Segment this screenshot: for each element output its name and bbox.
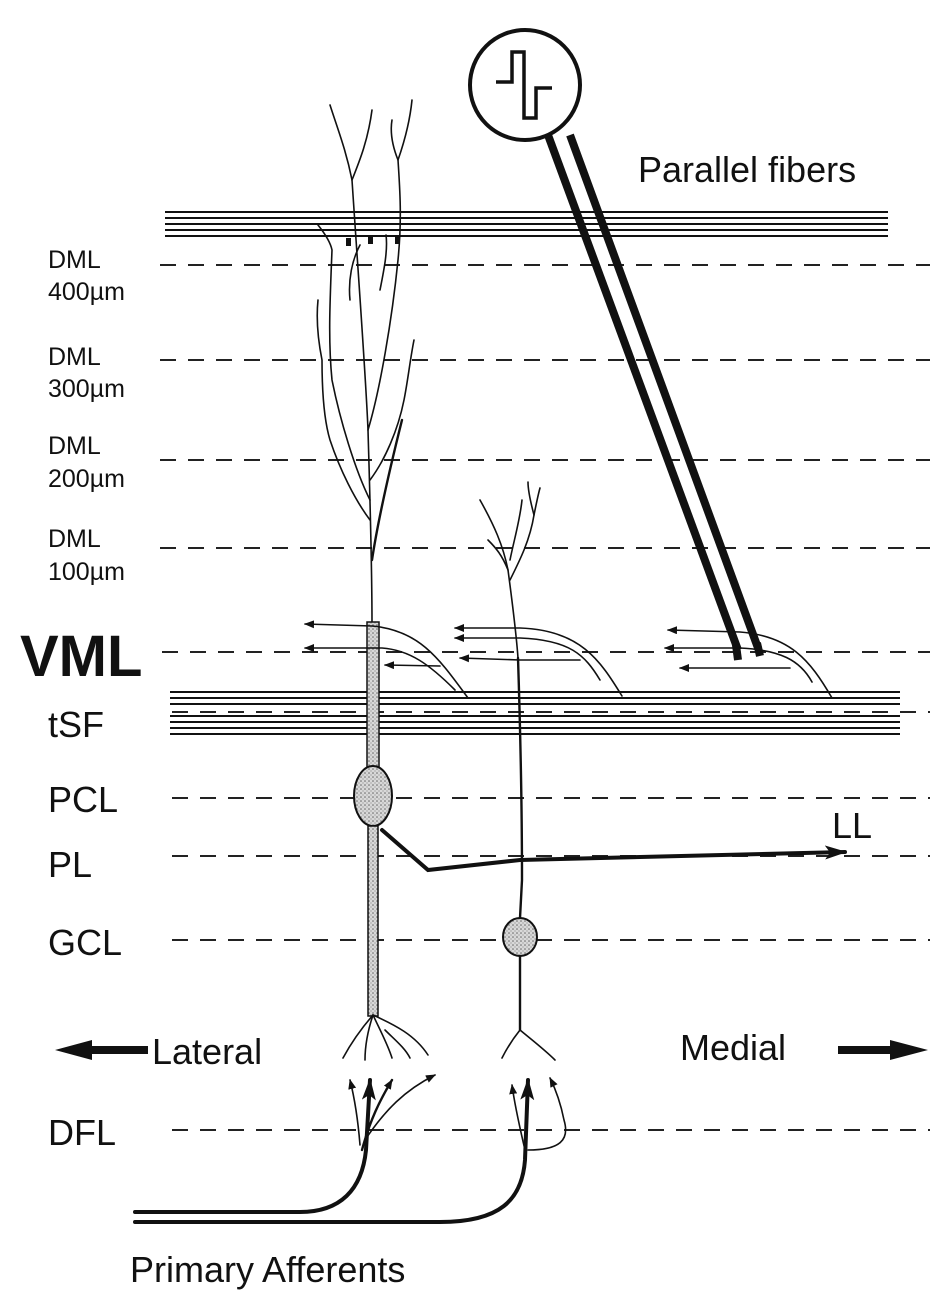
pcl-label: PCL bbox=[48, 779, 118, 820]
lateral-arrow-icon bbox=[55, 1040, 148, 1060]
pyramidal-cell-soma bbox=[354, 766, 392, 826]
pyramidal-apical-dendrite-stalk bbox=[367, 622, 379, 770]
ll-label: LL bbox=[832, 805, 872, 846]
pl-label: PL bbox=[48, 844, 92, 885]
parallel-fibers-label: Parallel fibers bbox=[638, 149, 856, 190]
dml-100-label: DML bbox=[48, 525, 101, 553]
pyramidal-cell bbox=[317, 100, 845, 1060]
dml-400-depth: 400µm bbox=[48, 278, 125, 306]
pyramidal-axon bbox=[382, 830, 845, 870]
dml-200-label: DML bbox=[48, 432, 101, 460]
vml-label: VML bbox=[20, 624, 142, 689]
text-labels: Parallel fibers DML 400µm DML 300µm DML … bbox=[20, 149, 872, 1290]
stimulating-electrode bbox=[470, 30, 760, 660]
pyramidal-basal-dendrite-stalk bbox=[368, 826, 378, 1016]
granule-cell-soma bbox=[503, 918, 537, 956]
tsf-label: tSF bbox=[48, 704, 104, 745]
medial-label: Medial bbox=[680, 1027, 786, 1068]
dml-400-label: DML bbox=[48, 246, 101, 274]
dml-200-depth: 200µm bbox=[48, 465, 125, 493]
dfl-label: DFL bbox=[48, 1112, 116, 1153]
parallel-fiber-bundle bbox=[165, 212, 888, 236]
primary-afferents-label: Primary Afferents bbox=[130, 1249, 405, 1290]
medial-arrow-icon bbox=[838, 1040, 928, 1060]
dml-300-depth: 300µm bbox=[48, 375, 125, 403]
granule-cell bbox=[480, 482, 555, 1060]
dml-300-label: DML bbox=[48, 343, 101, 371]
primary-afferent-fibers bbox=[135, 1075, 566, 1222]
lateral-label: Lateral bbox=[152, 1031, 262, 1072]
dml-100-depth: 100µm bbox=[48, 558, 125, 586]
gcl-label: GCL bbox=[48, 922, 122, 963]
